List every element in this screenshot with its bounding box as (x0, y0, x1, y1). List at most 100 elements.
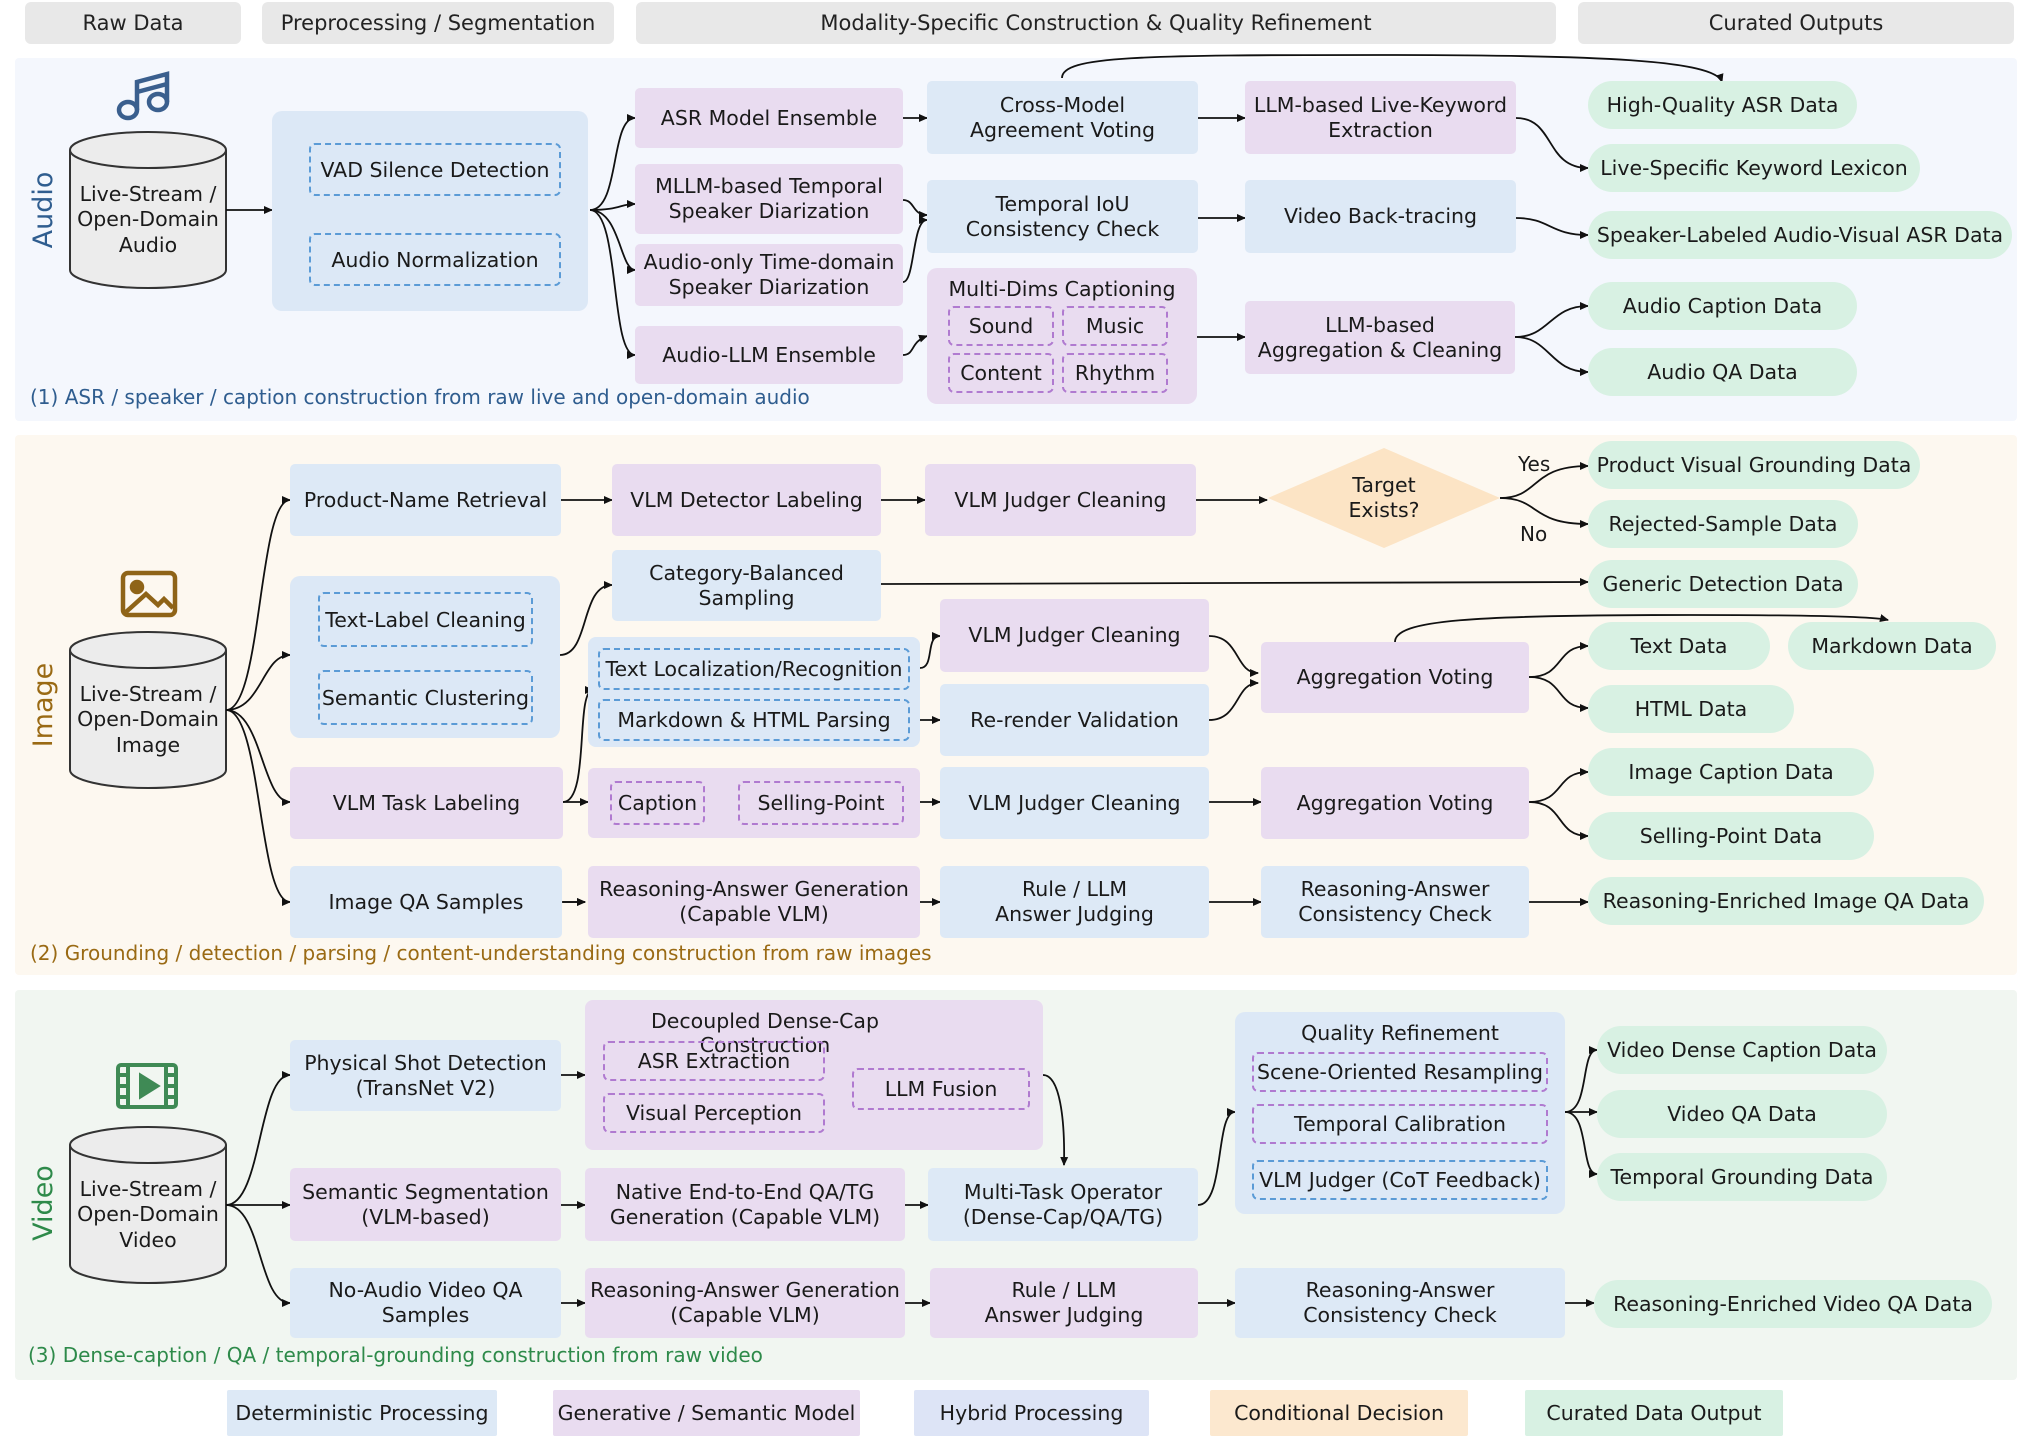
text-label-cleaning: Text-Label Cleaning (318, 592, 533, 647)
output-rejected-sample: Rejected-Sample Data (1588, 500, 1858, 548)
multi-task-operator: Multi-Task Operator(Dense-Cap/QA/TG) (928, 1168, 1198, 1241)
caption-selling-container (588, 768, 920, 838)
image-reasoning-generation: Reasoning-Answer Generation(Capable VLM) (588, 866, 920, 938)
image-section-caption: (2) Grounding / detection / parsing / co… (30, 941, 932, 965)
markdown-html-parsing: Markdown & HTML Parsing (598, 699, 910, 741)
output-video-dense-caption: Video Dense Caption Data (1597, 1026, 1887, 1074)
selling-point-tag: Selling-Point (738, 781, 904, 825)
scene-oriented-resampling: Scene-Oriented Resampling (1252, 1052, 1548, 1092)
quality-refinement-title: Quality Refinement (1301, 1021, 1499, 1045)
target-exists-diamond (1268, 448, 1500, 548)
audio-section-caption: (1) ASR / speaker / caption construction… (30, 385, 810, 409)
vlm-task-labeling: VLM Task Labeling (290, 767, 563, 839)
vlm-judger-cleaning-3: VLM Judger Cleaning (940, 767, 1209, 839)
header-curated-outputs: Curated Outputs (1578, 2, 2014, 44)
legend-deterministic: Deterministic Processing (227, 1390, 497, 1436)
output-html-data: HTML Data (1588, 685, 1794, 733)
video-section-caption: (3) Dense-caption / QA / temporal-ground… (28, 1343, 763, 1367)
output-audio-qa: Audio QA Data (1588, 348, 1857, 396)
visual-perception: Visual Perception (603, 1093, 825, 1133)
legend-output: Curated Data Output (1525, 1390, 1783, 1436)
dense-cap-title: Decoupled Dense-Cap Construction (650, 1009, 880, 1057)
caption-dim-sound: Sound (948, 306, 1054, 346)
vlm-judger-cleaning-1: VLM Judger Cleaning (925, 464, 1196, 536)
aggregation-voting-2: Aggregation Voting (1261, 767, 1529, 839)
header-construction: Modality-Specific Construction & Quality… (636, 2, 1556, 44)
picture-icon (120, 570, 178, 618)
legend-generative: Generative / Semantic Model (553, 1390, 860, 1436)
text-localization-recognition: Text Localization/Recognition (598, 648, 910, 690)
vlm-detector-labeling: VLM Detector Labeling (612, 464, 881, 536)
audio-llm-ensemble: Audio-LLM Ensemble (635, 326, 903, 384)
video-reasoning-generation: Reasoning-Answer Generation(Capable VLM) (585, 1268, 905, 1338)
output-text-data: Text Data (1588, 622, 1770, 670)
output-high-quality-asr: High-Quality ASR Data (1588, 81, 1857, 129)
video-back-tracing: Video Back-tracing (1245, 180, 1516, 253)
legend-hybrid: Hybrid Processing (914, 1390, 1149, 1436)
output-selling-point: Selling-Point Data (1588, 812, 1874, 860)
audio-database-icon (69, 131, 227, 289)
parsing-container (588, 637, 920, 747)
semantic-segmentation: Semantic Segmentation(VLM-based) (290, 1168, 561, 1241)
legend-conditional: Conditional Decision (1210, 1390, 1468, 1436)
product-name-retrieval: Product-Name Retrieval (290, 464, 561, 536)
asr-model-ensemble: ASR Model Ensemble (635, 88, 903, 148)
header-raw-data: Raw Data (25, 2, 241, 44)
output-audio-caption: Audio Caption Data (1588, 282, 1857, 330)
no-label: No (1520, 522, 1548, 546)
caption-dim-rhythm: Rhythm (1062, 353, 1168, 393)
semantic-clustering: Semantic Clustering (318, 670, 533, 725)
audio-normalization: Audio Normalization (309, 233, 561, 286)
text-cleaning-container (290, 576, 560, 738)
image-qa-samples: Image QA Samples (290, 866, 562, 938)
output-product-grounding: Product Visual Grounding Data (1588, 441, 1920, 489)
output-reasoning-video-qa: Reasoning-Enriched Video QA Data (1594, 1280, 1992, 1328)
output-temporal-grounding: Temporal Grounding Data (1597, 1153, 1887, 1201)
caption-tag: Caption (610, 781, 705, 825)
multi-dims-captioning-title: Multi-Dims Captioning (948, 277, 1176, 301)
aggregation-voting-1: Aggregation Voting (1261, 642, 1529, 713)
asr-extraction: ASR Extraction (603, 1041, 825, 1081)
vlm-judger-cleaning-2: VLM Judger Cleaning (940, 599, 1209, 672)
caption-dim-content: Content (948, 353, 1054, 393)
llm-fusion: LLM Fusion (852, 1068, 1030, 1110)
dense-cap-container (585, 1000, 1043, 1150)
header-preprocessing: Preprocessing / Segmentation (262, 2, 614, 44)
image-database-icon (69, 631, 227, 789)
music-note-icon (116, 71, 170, 121)
yes-label: Yes (1518, 452, 1551, 476)
output-reasoning-image-qa: Reasoning-Enriched Image QA Data (1588, 877, 1984, 925)
output-image-caption: Image Caption Data (1588, 748, 1874, 796)
physical-shot-detection: Physical Shot Detection(TransNet V2) (290, 1040, 561, 1111)
film-icon (116, 1063, 178, 1109)
quality-refinement-container (1235, 1012, 1565, 1214)
vlm-judger-cot-feedback: VLM Judger (CoT Feedback) (1252, 1160, 1548, 1200)
video-database-icon (69, 1126, 227, 1284)
output-markdown-data: Markdown Data (1788, 622, 1996, 670)
caption-dim-music: Music (1062, 306, 1168, 346)
output-speaker-labeled-asr: Speaker-Labeled Audio-Visual ASR Data (1588, 211, 2012, 259)
output-keyword-lexicon: Live-Specific Keyword Lexicon (1588, 144, 1920, 192)
re-render-validation: Re-render Validation (940, 684, 1209, 756)
output-video-qa: Video QA Data (1597, 1090, 1887, 1138)
output-generic-detection: Generic Detection Data (1588, 560, 1858, 608)
temporal-calibration: Temporal Calibration (1252, 1104, 1548, 1144)
